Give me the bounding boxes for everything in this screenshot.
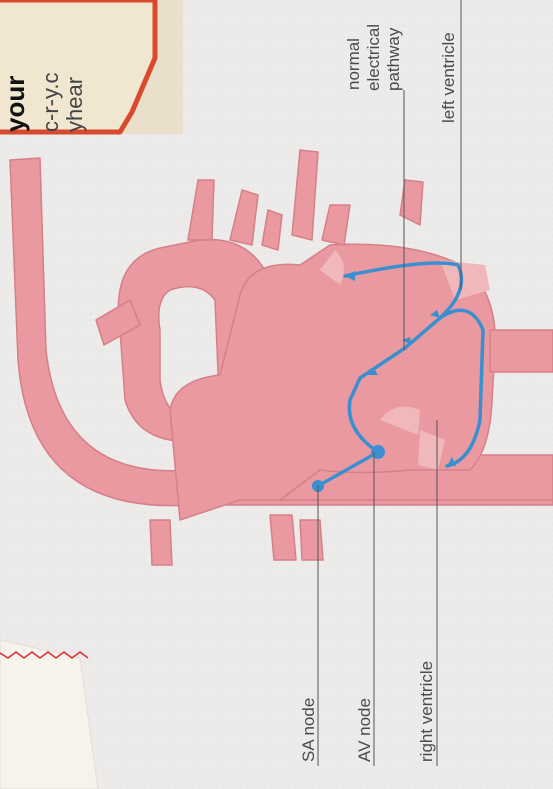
label-normal-pathway-3: pathway [384, 28, 404, 91]
label-left-ventricle: left ventricle [439, 32, 459, 123]
label-av-node: AV node [355, 698, 375, 762]
label-right-ventricle: right ventricle [417, 661, 437, 762]
label-sa-node: SA node [299, 698, 319, 762]
label-normal-pathway-2: electrical [364, 24, 384, 91]
label-normal-pathway-1: normal [344, 38, 364, 90]
